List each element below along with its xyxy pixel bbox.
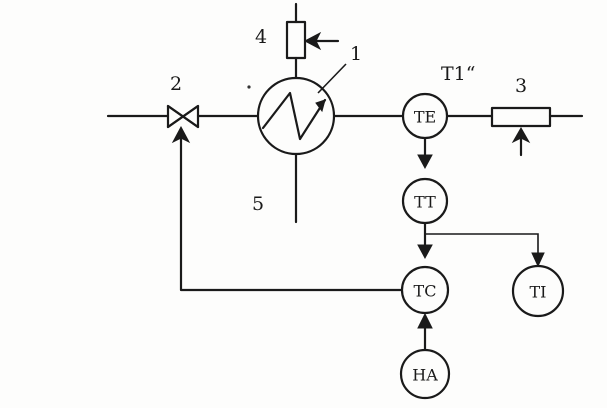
element-3 xyxy=(490,106,552,157)
heat-exchanger xyxy=(256,2,336,224)
signal-te-tt xyxy=(417,136,433,170)
feedback-line xyxy=(171,125,405,292)
ti-label: TI xyxy=(530,283,547,302)
signal-tt-branch xyxy=(417,220,545,268)
ha-circle xyxy=(399,348,451,400)
label-t1: T1“ xyxy=(441,63,475,85)
control-valve xyxy=(166,104,200,129)
ti-circle xyxy=(511,264,565,318)
tt-label: TT xyxy=(414,193,436,212)
label-4: 4 xyxy=(255,26,267,48)
label-5: 5 xyxy=(252,193,264,215)
label-2: 2 xyxy=(170,73,182,95)
stray-mark xyxy=(247,85,251,89)
arrow-into-4 xyxy=(303,31,340,51)
leader-1 xyxy=(317,63,347,94)
tc-label: TC xyxy=(414,282,437,301)
ha-label: HA xyxy=(412,366,438,385)
tt-circle xyxy=(401,177,449,225)
label-1: 1 xyxy=(350,43,362,65)
te-label: TE xyxy=(414,108,436,127)
te-circle xyxy=(401,92,449,140)
tc-circle xyxy=(400,265,450,315)
signal-ha-tc xyxy=(417,312,433,354)
label-3: 3 xyxy=(515,75,527,97)
